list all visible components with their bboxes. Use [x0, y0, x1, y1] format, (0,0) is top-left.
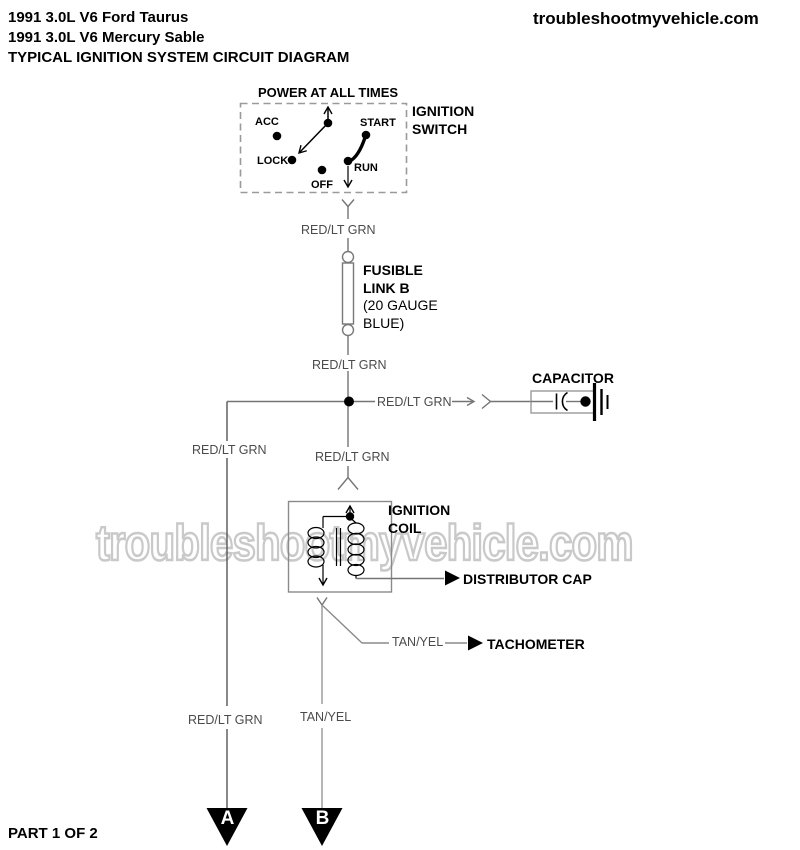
switch-position-acc: ACC	[255, 116, 279, 128]
switch-wiper-arrow	[298, 122, 329, 155]
connector-a-letter: A	[220, 808, 235, 829]
distributor-cap-label: DISTRIBUTOR CAP	[463, 571, 592, 587]
tachometer-arrowhead	[468, 635, 483, 651]
tach-branch-diagonal	[321, 604, 363, 644]
coil-feed-connector	[337, 476, 359, 490]
wire-label-coil-output-bottom: TAN/YEL	[300, 710, 352, 724]
switch-position-run: RUN	[354, 162, 378, 174]
run-contact-dot	[343, 156, 353, 166]
ignition-switch-label-line1: IGNITION	[412, 103, 475, 119]
wire-label-tachometer: TAN/YEL	[392, 635, 444, 649]
capacitor-curved-plate	[561, 391, 568, 412]
distributor-arrowhead	[445, 570, 460, 586]
title-line-1: 1991 3.0L V6 Ford Taurus	[8, 9, 189, 26]
coil-output-wires	[316, 597, 483, 808]
start-run-contact	[348, 135, 368, 164]
fusible-link-line4: BLUE)	[363, 314, 405, 331]
ground-symbol	[592, 383, 609, 421]
watermark-text: troubleshootmyvehicle.com	[95, 515, 635, 571]
main-feed-wire	[337, 238, 359, 490]
title-line-3: TYPICAL IGNITION SYSTEM CIRCUIT DIAGRAM	[8, 49, 350, 66]
primary-winding	[307, 526, 325, 540]
fusible-link-symbol	[341, 250, 355, 337]
switch-position-start: START	[360, 117, 396, 129]
wire-label-left-branch-bottom: RED/LT GRN	[188, 713, 263, 727]
ignition-coil-label: IGNITION COIL	[388, 501, 450, 537]
fusible-link-line2: LINK B	[363, 279, 410, 296]
part-number-label: PART 1 OF 2	[8, 825, 98, 842]
ignition-coil-label-line1: IGNITION	[388, 502, 451, 518]
start-contact-dot	[361, 130, 371, 140]
wiper-pivot-dot	[323, 118, 333, 128]
off-contact-dot	[317, 165, 327, 175]
secondary-winding	[347, 522, 365, 535]
capacitor-terminal-dot	[580, 396, 591, 407]
ignition-switch-box	[239, 102, 408, 194]
fusible-link-label: FUSIBLE LINK B (20 GAUGE BLUE)	[363, 262, 438, 332]
fusible-link-line3: (20 GAUGE	[363, 297, 438, 313]
coil-output-connector	[316, 597, 328, 607]
ignition-switch-symbol	[239, 102, 408, 194]
wire-label-capacitor-feed: RED/LT GRN	[377, 395, 452, 409]
ignition-coil-symbol	[287, 500, 460, 593]
ignition-switch-label-line2: SWITCH	[412, 121, 468, 137]
tachometer-label: TACHOMETER	[487, 636, 585, 652]
ignition-switch-label: IGNITION SWITCH	[412, 102, 474, 138]
switch-output-connector	[341, 199, 355, 219]
title-line-2: 1991 3.0L V6 Mercury Sable	[8, 29, 205, 46]
wire-label-switch-output: RED/LT GRN	[301, 223, 376, 237]
connector-b-letter: B	[315, 808, 330, 829]
ignition-coil-label-line2: COIL	[388, 520, 422, 536]
page-title: 1991 3.0L V6 Ford Taurus 1991 3.0L V6 Me…	[8, 8, 349, 68]
capacitor-symbol	[530, 383, 609, 421]
wire-label-link-output: RED/LT GRN	[312, 358, 387, 372]
ignition-coil-box	[287, 500, 393, 593]
fusible-link-line1: FUSIBLE	[363, 262, 423, 278]
wire-label-coil-feed: RED/LT GRN	[315, 450, 390, 464]
wire-label-left-branch: RED/LT GRN	[192, 443, 267, 457]
capacitor-connector-chevron	[481, 393, 492, 410]
website-text: troubleshootmyvehicle.com	[533, 9, 759, 28]
switch-position-lock: LOCK	[257, 155, 289, 167]
junction-dot	[344, 396, 354, 407]
power-at-all-times-label: POWER AT ALL TIMES	[258, 85, 399, 100]
lock-contact-dot	[287, 155, 297, 165]
junction-and-capacitor-branch	[227, 393, 531, 410]
acc-contact-dot	[272, 131, 282, 141]
connector-a-triangle	[206, 808, 248, 846]
switch-position-off: OFF	[311, 179, 333, 191]
connector-b-triangle	[301, 808, 343, 846]
capacitor-label: CAPACITOR	[532, 370, 614, 386]
